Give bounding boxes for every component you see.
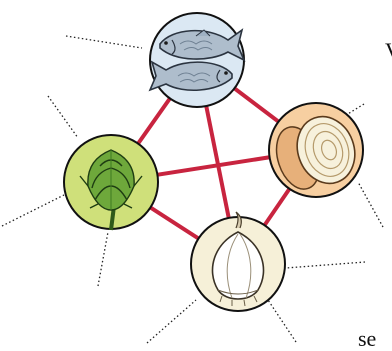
node-fish bbox=[150, 13, 244, 107]
leader-line bbox=[48, 96, 78, 138]
leader-line bbox=[358, 182, 383, 227]
leader-line bbox=[98, 232, 108, 286]
leader-line bbox=[286, 262, 365, 268]
leader-line bbox=[2, 195, 64, 226]
node-garlic bbox=[191, 212, 285, 311]
leader-line bbox=[66, 36, 142, 48]
leader-line bbox=[268, 300, 296, 342]
clipped-text-v: V bbox=[385, 40, 392, 62]
leader-line bbox=[147, 300, 196, 343]
node-artichoke bbox=[64, 135, 158, 230]
node-onion bbox=[269, 103, 364, 197]
